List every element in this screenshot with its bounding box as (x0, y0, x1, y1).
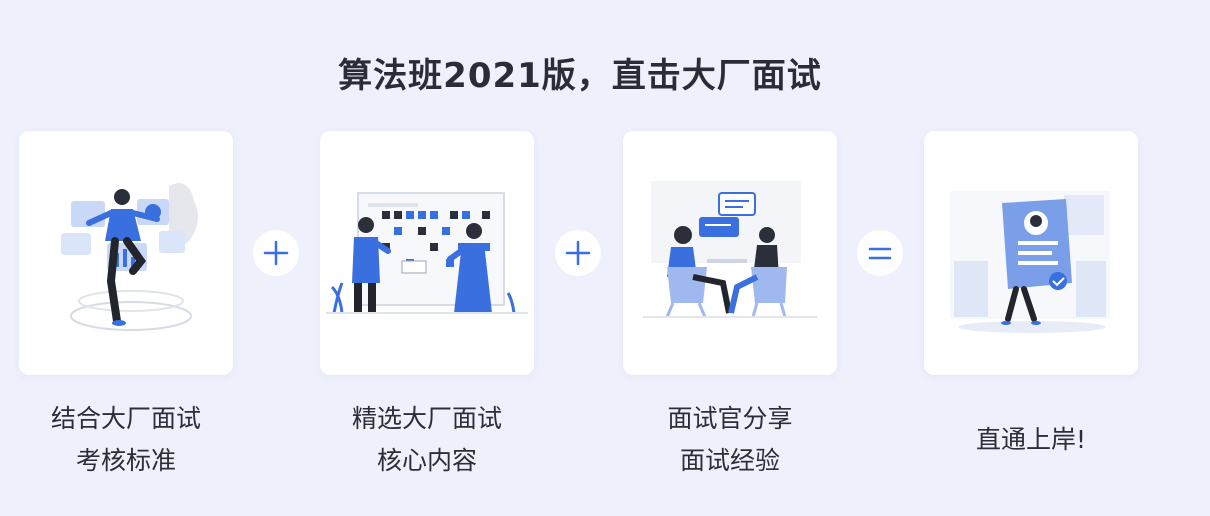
caption-line: 考核标准 (75, 446, 176, 475)
caption-line: 面试官分享 (667, 404, 793, 433)
plus-icon (253, 230, 299, 276)
dashboard-person-illustration (61, 183, 198, 331)
caption-line: 精选大厂面试 (351, 404, 502, 433)
step-card-4 (924, 131, 1138, 375)
step-caption-2: 精选大厂面试 核心内容 (320, 398, 534, 482)
step-card-1 (19, 131, 233, 375)
caption-line: 面试经验 (679, 446, 780, 475)
step-card-2 (320, 131, 534, 375)
interview-meeting-illustration (643, 181, 817, 318)
equals-icon (857, 230, 903, 276)
step-caption-1: 结合大厂面试 考核标准 (19, 398, 233, 482)
caption-line: 核心内容 (376, 446, 477, 475)
resume-success-illustration (950, 191, 1110, 333)
plus-icon (555, 230, 601, 276)
page-title: 算法班2021版，直击大厂面试 (338, 56, 822, 96)
step-caption-4: 直通上岸! (924, 419, 1138, 461)
step-card-3 (623, 131, 837, 375)
whiteboard-team-illustration (326, 192, 528, 314)
step-caption-3: 面试官分享 面试经验 (623, 398, 837, 482)
caption-line: 结合大厂面试 (50, 404, 201, 433)
caption-line: 直通上岸! (975, 425, 1087, 454)
